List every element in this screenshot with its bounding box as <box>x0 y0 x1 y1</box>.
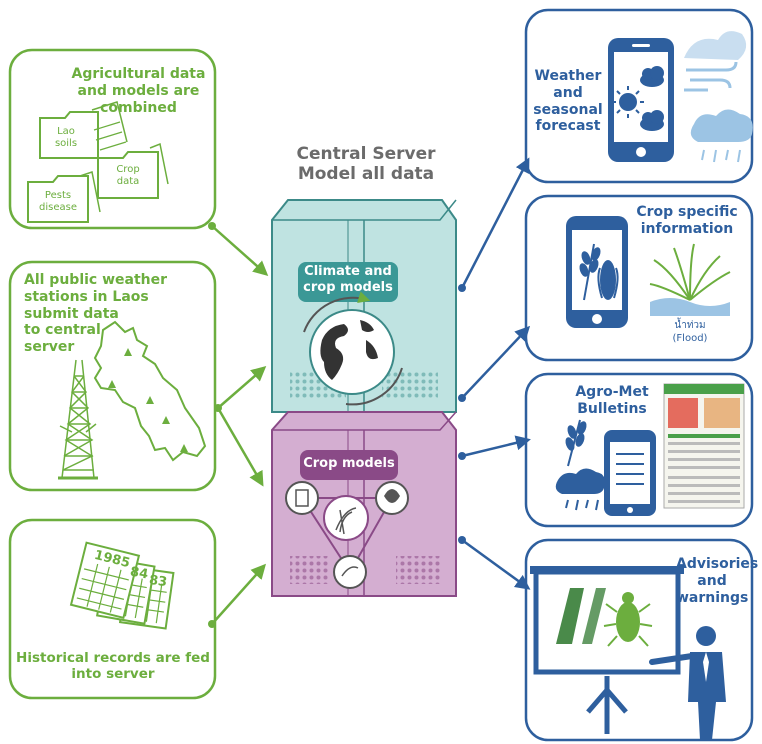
arrow-server-to-advisories <box>458 536 531 590</box>
weather-forecast-title: Weather and seasonal forecast <box>533 68 603 135</box>
presentation-board-icon <box>530 566 684 734</box>
folder-label-pests-disease: Pests disease <box>39 190 77 213</box>
folder-label-lao-soils: Lao soils <box>54 126 78 149</box>
rain-cloud-icon <box>555 468 605 511</box>
advisories-title: Advisories and warnings <box>676 556 759 606</box>
folder-icon <box>39 101 128 159</box>
rain-cloud-icon <box>690 109 753 163</box>
climate-crop-models-label: Climate and crop models <box>303 264 393 295</box>
year-label-83: 83 <box>148 572 169 591</box>
arrow-stations-to-crop <box>216 407 264 487</box>
corn-icon <box>597 260 619 300</box>
weather-tower-icon <box>58 359 98 480</box>
arrow-historical-to-server <box>208 563 267 628</box>
flood-thai-label: น้ำท่วม <box>674 320 706 331</box>
sun-icon <box>612 86 644 118</box>
arrow-stations-to-climate <box>214 366 267 412</box>
phone-icon <box>604 430 656 516</box>
flooded-rice-icon <box>649 243 731 316</box>
damaged-leaf-icon <box>556 588 606 644</box>
crop-model-cycle-icon <box>285 481 409 589</box>
wheat-icon <box>565 419 587 467</box>
arrow-server-to-bulletins <box>458 435 531 460</box>
arrow-server-to-crop-info <box>458 325 531 402</box>
historical-records-icon <box>69 541 175 630</box>
folder-icon <box>97 142 169 199</box>
arrow-server-to-weather <box>458 157 530 292</box>
bulletin-document-icon <box>663 383 745 509</box>
map-marker-icon <box>108 348 188 452</box>
crop-models-label: Crop models <box>303 456 395 471</box>
historical-records-title: Historical records are fed into server <box>16 650 210 683</box>
folder-icon <box>27 171 101 223</box>
wind-cloud-icon <box>684 31 747 92</box>
weather-stations-title: All public weather stations in Laos subm… <box>24 272 168 356</box>
crop-info-title: Crop specific information <box>636 204 738 237</box>
cloud-icon <box>640 66 664 131</box>
phone-icon <box>608 38 674 162</box>
presenter-person-icon <box>649 626 726 740</box>
server-title: Central Server Model all data <box>296 144 436 185</box>
folder-label-crop-data: Crop data <box>116 164 140 187</box>
wheat-icon <box>579 243 601 301</box>
phone-icon <box>566 216 628 328</box>
insect-icon <box>603 592 653 647</box>
flood-en-label: (Flood) <box>672 333 708 344</box>
globe-icon <box>303 291 403 406</box>
agri-data-title: Agricultural data and models are combine… <box>71 66 206 116</box>
arrow-agri-to-server <box>208 222 269 276</box>
agro-met-bulletins-title: Agro-Met Bulletins <box>575 384 649 417</box>
